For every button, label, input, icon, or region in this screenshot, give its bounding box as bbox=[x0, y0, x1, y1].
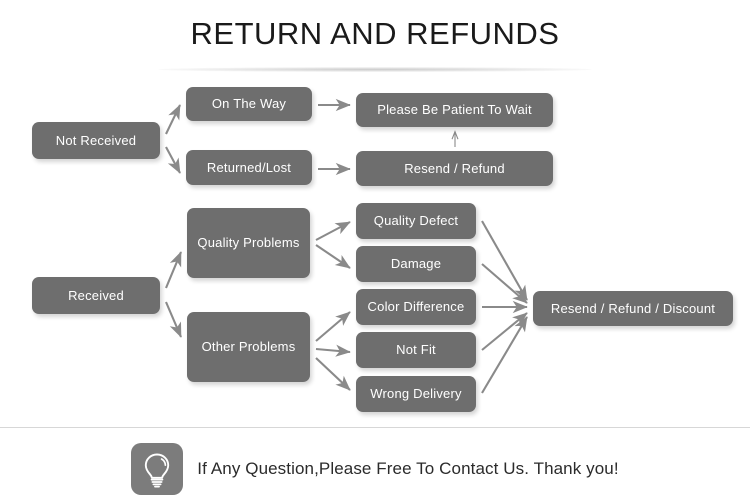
flow-node-label: Quality Problems bbox=[197, 235, 300, 251]
arrow-not-received-to-returned-lost bbox=[165, 146, 181, 174]
flow-node-on-the-way[interactable]: On The Way bbox=[186, 87, 312, 121]
lightbulb-icon bbox=[131, 442, 184, 495]
flow-node-resend-refund-discount[interactable]: Resend / Refund / Discount bbox=[533, 291, 733, 326]
arrow-not-fit-to-resend-refund-discount bbox=[481, 312, 528, 351]
arrow-quality-problems-to-damage bbox=[315, 244, 351, 269]
arrow-received-to-other-problems bbox=[165, 301, 182, 338]
flow-node-label: Wrong Delivery bbox=[370, 386, 462, 402]
flow-node-label: Please Be Patient To Wait bbox=[377, 102, 532, 118]
arrow-received-to-quality-problems bbox=[165, 251, 182, 289]
flow-node-please-wait[interactable]: Please Be Patient To Wait bbox=[356, 93, 553, 127]
flow-node-label: Resend / Refund bbox=[404, 160, 505, 176]
flow-node-label: On The Way bbox=[211, 96, 287, 112]
flow-node-other-problems[interactable]: Other Problems bbox=[187, 312, 310, 382]
flow-node-damage[interactable]: Damage bbox=[356, 246, 476, 282]
flow-node-label: Quality Defect bbox=[373, 213, 459, 229]
flow-node-label: Returned/Lost bbox=[206, 159, 292, 175]
flow-node-label: Resend / Refund / Discount bbox=[550, 300, 716, 316]
flow-node-label: Other Problems bbox=[201, 339, 296, 355]
arrow-other-problems-to-not-fit bbox=[315, 344, 351, 357]
flow-node-label: Damage bbox=[390, 256, 442, 272]
arrow-other-problems-to-wrong-delivery bbox=[315, 357, 351, 391]
flow-node-quality-defect[interactable]: Quality Defect bbox=[356, 203, 476, 239]
title-divider bbox=[158, 67, 592, 72]
arrow-quality-defect-to-resend-refund-discount bbox=[481, 220, 528, 301]
flow-node-label: Received bbox=[68, 287, 124, 303]
flow-node-label: Not Fit bbox=[396, 342, 436, 358]
flow-node-label: Color Difference bbox=[367, 299, 465, 315]
arrow-quality-problems-to-quality-defect bbox=[315, 221, 351, 241]
flow-node-quality-problems[interactable]: Quality Problems bbox=[187, 208, 310, 278]
flow-node-label: Not Received bbox=[55, 132, 137, 148]
flow-node-color-difference[interactable]: Color Difference bbox=[356, 289, 476, 325]
flow-node-resend-refund[interactable]: Resend / Refund bbox=[356, 151, 553, 186]
arrow-wrong-delivery-to-resend-refund-discount bbox=[481, 316, 528, 394]
flow-node-wrong-delivery[interactable]: Wrong Delivery bbox=[356, 376, 476, 412]
flow-node-returned-lost[interactable]: Returned/Lost bbox=[186, 150, 312, 185]
flow-node-received[interactable]: Received bbox=[32, 277, 160, 314]
page-title: RETURN AND REFUNDS bbox=[190, 16, 560, 51]
footer-text: If Any Question,Please Free To Contact U… bbox=[197, 458, 619, 478]
footer-divider bbox=[0, 427, 750, 428]
footer: If Any Question,Please Free To Contact U… bbox=[0, 437, 750, 500]
flow-node-not-received[interactable]: Not Received bbox=[32, 122, 160, 159]
arrow-damage-to-resend-refund-discount bbox=[481, 263, 528, 304]
arrow-other-problems-to-color-difference bbox=[315, 311, 351, 342]
arrow-not-received-to-on-the-way bbox=[165, 104, 181, 135]
flow-node-not-fit[interactable]: Not Fit bbox=[356, 332, 476, 368]
